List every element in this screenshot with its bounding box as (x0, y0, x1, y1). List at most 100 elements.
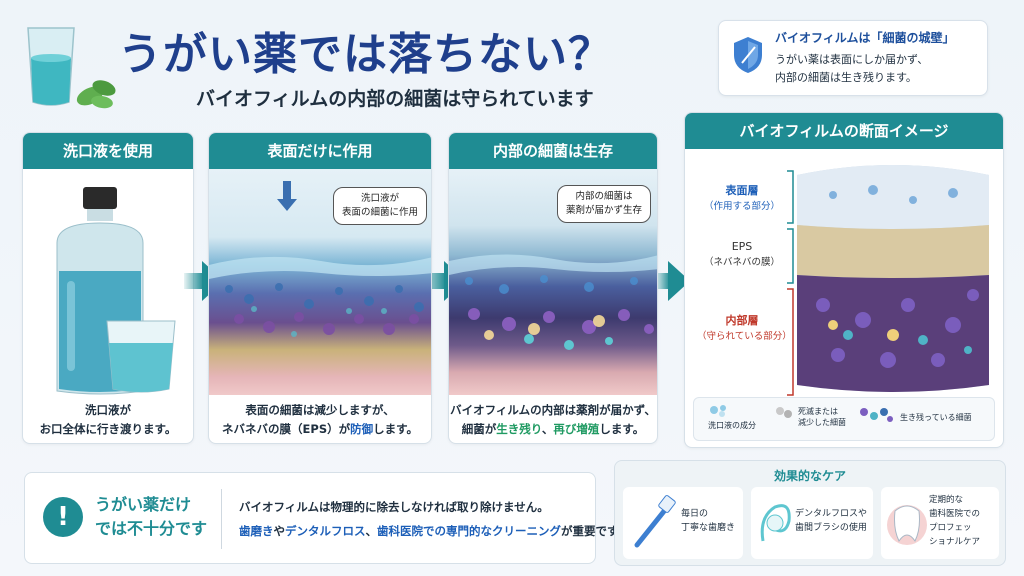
speech-bubble: 内部の細菌は 薬剤が届かず生存 (557, 185, 652, 223)
panel-heading: 表面だけに作用 (209, 133, 431, 169)
care-text-line: 歯科医院での (929, 509, 981, 519)
caption-line-1: 洗口液が (85, 403, 131, 417)
caption-line-1: 表面の細菌は減少しますが、 (245, 403, 395, 417)
care-heading: 効果的なケア (773, 469, 846, 483)
shield-icon (734, 37, 762, 73)
eps-layer-label: EPS （ネバネバの膜） (697, 239, 787, 271)
layer-bracket (787, 170, 794, 396)
surface-layer-sub: （作用する部分） (703, 201, 780, 212)
caption-highlight: 防御 (350, 422, 374, 436)
arrow-shaft (656, 273, 670, 289)
exclamation-icon: ! (43, 497, 83, 537)
panel-caption: 表面の細菌は減少しますが、 ネバネバの膜（EPS）が防御します。 (209, 401, 431, 439)
caption-text: 細菌が (461, 422, 497, 436)
care-text-line: プロフェッ (929, 523, 972, 533)
effective-care-box: 効果的なケア 毎日の 丁寧な歯磨き デンタルフロスや 歯間ブラシの使用 定期的な… (614, 460, 1006, 566)
bubble-line-2: 薬剤が届かず生存 (566, 205, 643, 216)
care-item-brushing: 毎日の 丁寧な歯磨き (623, 487, 743, 559)
care-text-line: 丁寧な歯磨き (681, 523, 736, 533)
page-subtitle: バイオフィルムの内部の細菌は守られています (196, 88, 594, 110)
highlight-text: 歯磨き (239, 524, 274, 538)
highlight-text: 歯科医院での専門的なクリーニング (377, 524, 561, 538)
caption-highlight: 生き残り (496, 422, 542, 436)
live-bacteria-icon (860, 408, 893, 422)
care-text-line: 毎日の (681, 509, 709, 519)
tooth-icon (887, 505, 927, 545)
panel-caption: 洗口液が お口全体に行き渡ります。 (23, 401, 193, 439)
warning-heading: うがい薬だけ では不十分です (95, 493, 207, 541)
body-text: が重要です。 (561, 524, 629, 538)
panel-heading: 内部の細菌は生存 (449, 133, 657, 169)
legend-label: 死滅または 減少した細菌 (798, 406, 846, 428)
page-title: うがい薬では落ちない？ (118, 29, 613, 80)
divider (221, 489, 222, 549)
dental-floss-icon (760, 504, 791, 542)
panel-heading: 洗口液を使用 (23, 133, 193, 169)
caption-highlight: 再び増殖 (553, 422, 600, 436)
care-text: 定期的な 歯科医院での プロフェッ ショナルケア (929, 493, 980, 549)
legend-label: 洗口液の成分 (708, 421, 756, 430)
warning-box: ! うがい薬だけ では不十分です バイオフィルムは物理的に除去しなければ取り除け… (24, 472, 629, 564)
bubble-line-1: 洗口液が (361, 193, 400, 204)
panel-mouthwash-use: 洗口液を使用 洗口液が お口全体に行き渡ります。 (22, 132, 194, 444)
mouthwash-droplet-icon (710, 405, 726, 417)
surface-layer-title: 表面層 (725, 184, 759, 197)
info-line-2: 内部の細菌は生き残ります。 (775, 71, 917, 84)
warning-body: バイオフィルムは物理的に除去しなければ取り除けません。 歯磨きやデンタルフロス、… (239, 495, 629, 543)
highlight-text: デンタルフロス (285, 524, 366, 538)
caption-text: 、 (541, 422, 554, 436)
care-text-line: 定期的な (929, 495, 964, 505)
info-line-1: うがい薬は表面にしか届かず、 (775, 53, 929, 66)
mouthwash-glass-icon (27, 27, 75, 106)
surface-layer-label: 表面層 （作用する部分） (697, 183, 787, 215)
caption-line-1: バイオフィルムの内部は薬剤が届かず、 (450, 403, 656, 417)
speech-bubble: 洗口液が 表面の細菌に作用 (333, 187, 428, 225)
eps-layer-title: EPS (731, 240, 753, 253)
legend-label-line: 死滅または (798, 407, 838, 416)
caption-text: ネバネバの膜（EPS）が (222, 422, 351, 436)
caption-line-2: 細菌が生き残り、再び増殖します。 (449, 420, 657, 439)
caption-line-2: お口全体に行き渡ります。 (39, 422, 177, 436)
warning-body-line-1: バイオフィルムは物理的に除去しなければ取り除けません。 (239, 500, 549, 514)
biofilm-illustration (209, 181, 431, 337)
body-text: や (273, 524, 286, 538)
biofilm-cross-section-illustration (797, 165, 989, 392)
caption-text: します。 (373, 422, 418, 436)
legend-label-line: 減少した細菌 (798, 418, 846, 427)
care-text: 毎日の 丁寧な歯磨き (681, 507, 735, 535)
warning-heading-line-1: うがい薬だけ (95, 495, 192, 514)
toothbrush-icon (634, 495, 676, 548)
caption-line-2: ネバネバの膜（EPS）が防御します。 (209, 420, 431, 439)
care-text-line: ショナルケア (929, 537, 981, 547)
inner-layer-title: 内部層 (725, 314, 759, 327)
warning-body-line-2: 歯磨きやデンタルフロス、歯科医院での専門的なクリーニングが重要です。 (239, 519, 629, 543)
care-text: デンタルフロスや 歯間ブラシの使用 (795, 507, 867, 535)
care-item-floss: デンタルフロスや 歯間ブラシの使用 (751, 487, 873, 559)
bubble-line-2: 表面の細菌に作用 (342, 207, 419, 218)
care-text-line: 歯間ブラシの使用 (795, 523, 867, 533)
biofilm-illustration (449, 254, 657, 350)
panel-caption: バイオフィルムの内部は薬剤が届かず、 細菌が生き残り、再び増殖します。 (449, 401, 657, 439)
mouthwash-bottle-icon (56, 187, 176, 395)
info-body: うがい薬は表面にしか届かず、 内部の細菌は生き残ります。 (775, 51, 928, 87)
body-text: 、 (365, 524, 378, 538)
bubble-line-1: 内部の細菌は (575, 191, 633, 202)
warning-heading-line-2: では不十分です (95, 519, 208, 538)
legend-label: 生き残っている細菌 (900, 413, 972, 422)
mint-leaf-icon (76, 80, 116, 109)
panel-heading: バイオフィルムの断面イメージ (685, 113, 1003, 149)
eps-layer-sub: （ネバネバの膜） (703, 257, 780, 268)
arrow-shaft (184, 273, 204, 289)
info-title: バイオフィルムは「細菌の城壁」 (775, 31, 955, 45)
caption-text: します。 (599, 422, 645, 436)
panel-surface-action: 表面だけに作用 洗口液が 表面の細菌に作用 表面の細菌は減少しますが、 ネバネバ… (208, 132, 432, 444)
care-text-line: デンタルフロスや (795, 509, 868, 519)
care-item-professional: 定期的な 歯科医院での プロフェッ ショナルケア (881, 487, 999, 559)
inner-layer-sub: （守られている部分） (697, 331, 792, 342)
panel-cross-section: バイオフィルムの断面イメージ 表面層 （作用する部分） EPS （ネバネバの膜）… (684, 112, 1004, 448)
cross-section-legend: 洗口液の成分 死滅または 減少した細菌 生き残っている細菌 (693, 397, 995, 441)
biofilm-info-box: バイオフィルムは「細菌の城壁」 うがい薬は表面にしか届かず、 内部の細菌は生き残… (718, 20, 988, 96)
dead-bacteria-icon (776, 407, 792, 418)
panel-inner-survival: 内部の細菌は生存 内部の細菌は 薬剤が届かず生存 バイオフィルムの内部は薬剤が届… (448, 132, 658, 444)
inner-layer-label: 内部層 （守られている部分） (697, 313, 792, 345)
